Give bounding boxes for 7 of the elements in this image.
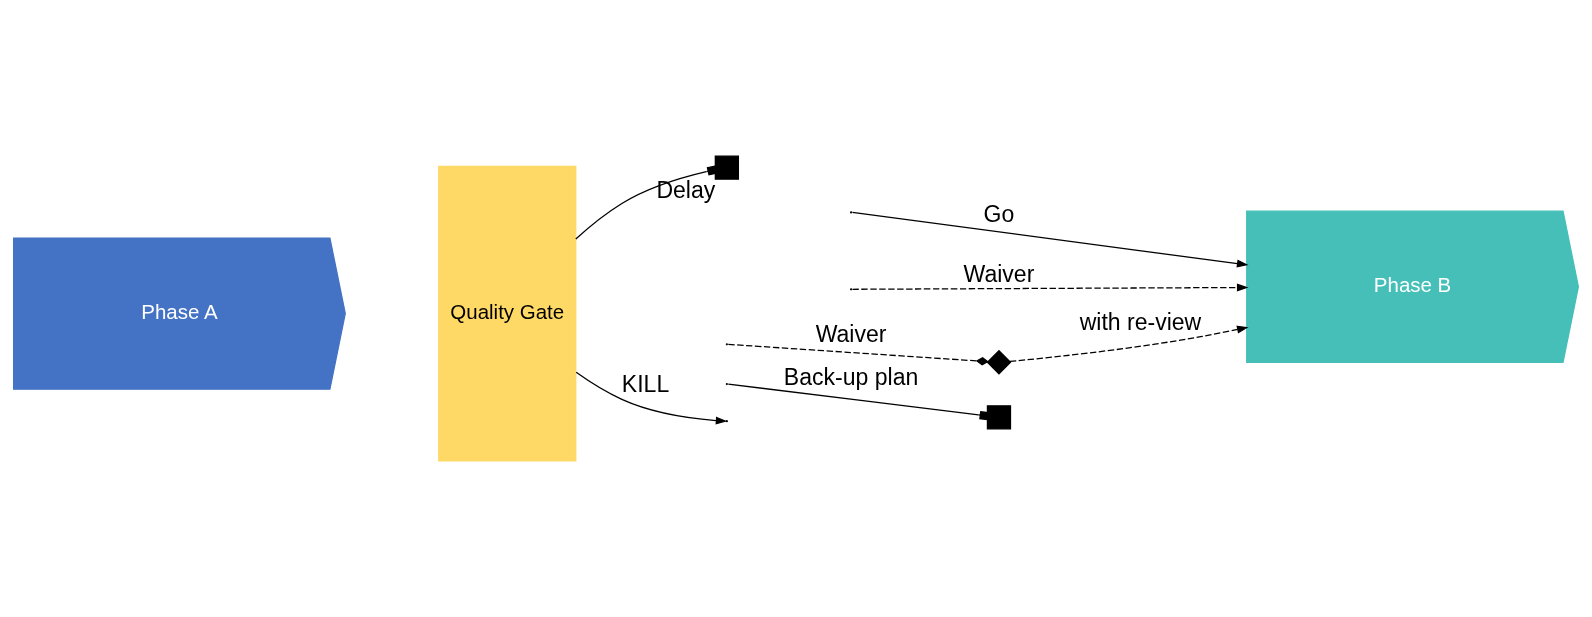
edge-label: KILL (621, 371, 670, 398)
edge-label: Back-up plan (783, 363, 919, 390)
edge-label: Waiver (815, 321, 887, 348)
edge-label: with re-view (1079, 308, 1202, 335)
edge-label: Go (983, 200, 1015, 227)
edge-label: Waiver (963, 261, 1035, 288)
node-label: Delay (656, 176, 716, 203)
